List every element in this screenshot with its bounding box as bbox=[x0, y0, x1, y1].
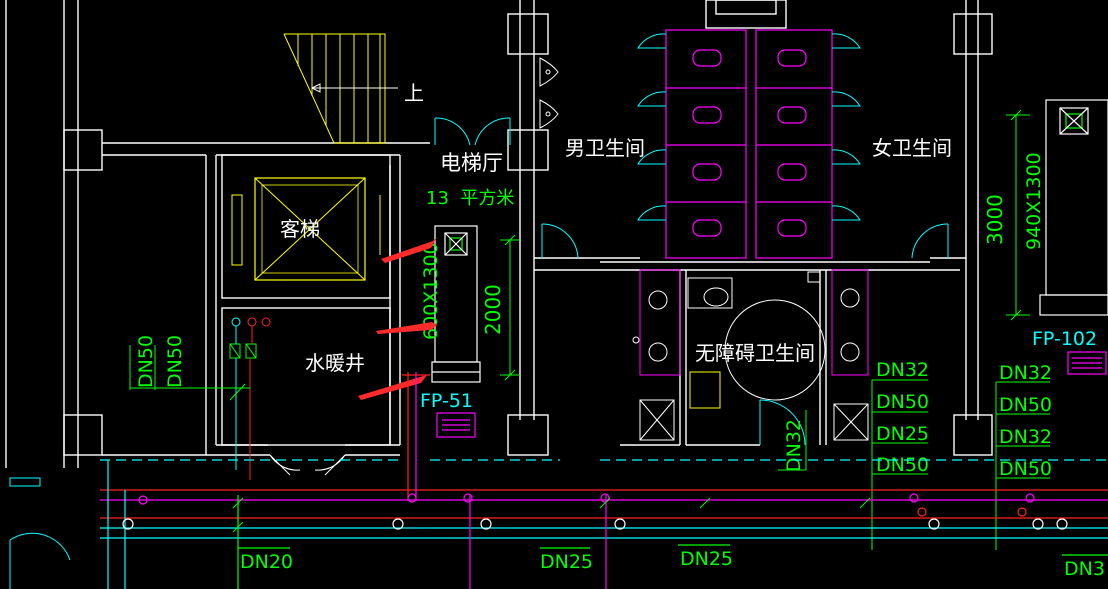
bottom-pipe-3: DN25 bbox=[680, 548, 733, 570]
corridor-pipes bbox=[100, 372, 1108, 589]
pipe-nodes bbox=[122, 493, 1068, 530]
bottom-pipe-2: DN25 bbox=[540, 551, 593, 573]
mens-restroom-fixtures bbox=[539, 57, 579, 259]
dim-right-height: 3000 bbox=[983, 194, 1007, 245]
dim-left-height: 2000 bbox=[481, 284, 505, 335]
passenger-elevator bbox=[231, 177, 381, 281]
accessible-restroom-fixtures bbox=[632, 269, 869, 446]
annotation-arrows bbox=[358, 237, 437, 400]
fcu-left-tag: FP-51 bbox=[420, 390, 473, 412]
bottom-pipe-4: DN3 bbox=[1064, 558, 1105, 580]
stack-center-4: DN50 bbox=[876, 454, 929, 476]
womens-restroom-label: 女卫生间 bbox=[872, 136, 952, 160]
stack-right-2: DN50 bbox=[999, 394, 1052, 416]
elevator-hall-area: 13 平方米 bbox=[426, 188, 514, 209]
stack-right-3: DN32 bbox=[999, 426, 1052, 448]
stack-center-3: DN25 bbox=[876, 423, 929, 445]
elevator-hall-label: 电梯厅 bbox=[440, 151, 503, 175]
stack-right-4: DN50 bbox=[999, 458, 1052, 480]
toilet-stalls bbox=[665, 29, 833, 259]
fcu-right-size: 940X1300 bbox=[1023, 152, 1045, 250]
vertical-pipe-label: DN32 bbox=[783, 419, 805, 472]
fcu-right-tag: FP-102 bbox=[1032, 328, 1097, 350]
stack-center-1: DN32 bbox=[876, 359, 929, 381]
walls bbox=[5, 0, 993, 468]
stall-doors bbox=[637, 33, 861, 221]
shaft-label: 水暖井 bbox=[305, 351, 365, 375]
fan-coil-unit-right bbox=[1039, 99, 1108, 316]
shaft-pipe-2: DN50 bbox=[164, 335, 186, 388]
fcu-left-size: 600X1300 bbox=[420, 242, 442, 340]
elevator-label: 客梯 bbox=[280, 217, 320, 241]
mens-restroom-label: 男卫生间 bbox=[565, 136, 645, 160]
stack-right-1: DN32 bbox=[999, 362, 1052, 384]
bottom-pipe-1: DN20 bbox=[240, 551, 293, 573]
hall-door bbox=[434, 117, 511, 146]
shaft-pipe-1: DN50 bbox=[135, 335, 157, 388]
accessible-restroom-label: 无障碍卫生间 bbox=[695, 341, 815, 365]
stair-direction-label: 上 bbox=[404, 81, 424, 105]
fan-coil-unit-left bbox=[431, 225, 481, 383]
stack-center-2: DN50 bbox=[876, 391, 929, 413]
